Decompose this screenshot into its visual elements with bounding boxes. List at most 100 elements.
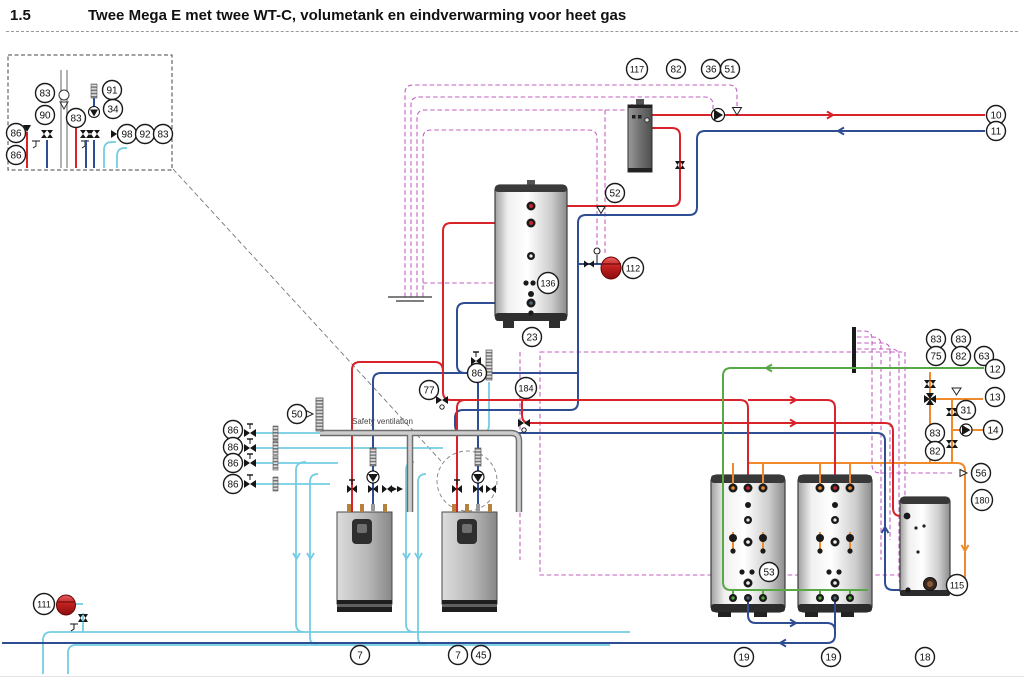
callout-12: 12 [984, 358, 1006, 380]
callout-83: 83 [950, 328, 972, 350]
callout-83: 83 [152, 123, 174, 145]
air-vent [485, 349, 493, 381]
svg-text:50: 50 [291, 409, 303, 420]
callout-82: 82 [924, 440, 946, 462]
callout-51: 51 [719, 58, 741, 80]
expansion-vessel [56, 594, 76, 616]
svg-text:86: 86 [227, 458, 239, 469]
callout-86: 86 [5, 122, 27, 144]
svg-text:82: 82 [955, 351, 967, 362]
callout-31: 31 [955, 399, 977, 421]
callout-86: 86 [466, 362, 488, 384]
inset-detail-box [7, 54, 173, 171]
callout-83: 83 [924, 422, 946, 444]
svg-text:86: 86 [10, 150, 22, 161]
svg-text:86: 86 [471, 368, 483, 379]
svg-text:92: 92 [139, 129, 151, 140]
svg-text:90: 90 [39, 110, 51, 121]
svg-text:86: 86 [227, 425, 239, 436]
callout-83: 83 [65, 107, 87, 129]
svg-text:91: 91 [106, 85, 118, 96]
callout-7: 7 [349, 644, 371, 666]
inset-leader-line [172, 168, 442, 462]
svg-text:7: 7 [455, 650, 461, 661]
svg-text:115: 115 [950, 580, 964, 590]
callout-86: 86 [222, 452, 244, 474]
callout-86: 86 [222, 419, 244, 441]
boiler-2 [441, 504, 498, 612]
svg-text:83: 83 [157, 129, 169, 140]
detail-reference-circle [436, 450, 498, 512]
callout-82: 82 [950, 345, 972, 367]
callout-13: 13 [984, 386, 1006, 408]
svg-text:83: 83 [929, 428, 941, 439]
page-header: 1.5 Twee Mega E met twee WT-C, volumetan… [0, 0, 1024, 34]
wall-module [627, 99, 653, 173]
section-number: 1.5 [10, 7, 31, 24]
svg-text:77: 77 [423, 385, 435, 396]
callout-63: 63 [973, 345, 995, 367]
svg-text:98: 98 [121, 129, 133, 140]
svg-text:86: 86 [10, 128, 22, 139]
svg-text:56: 56 [975, 468, 987, 479]
tank18-inlet-port [903, 512, 911, 520]
title-separator [6, 31, 1018, 32]
svg-text:83: 83 [70, 113, 82, 124]
final-heater-tank [899, 496, 951, 596]
blue-tank-drops [2, 598, 836, 648]
callout-92: 92 [134, 123, 156, 145]
callout-52: 52 [604, 182, 626, 204]
svg-text:83: 83 [930, 334, 942, 345]
callout-82: 82 [665, 58, 687, 80]
callout-75: 75 [925, 345, 947, 367]
terminal-bar [852, 327, 856, 373]
callout-86: 86 [5, 144, 27, 166]
callout-11: 11 [985, 120, 1007, 142]
callout-19: 19 [820, 646, 842, 668]
callout-90: 90 [34, 104, 56, 126]
callout-7: 7 [447, 644, 469, 666]
svg-text:45: 45 [475, 650, 487, 661]
callout-77: 77 [418, 379, 440, 401]
callout-83: 83 [34, 82, 56, 104]
svg-text:86: 86 [227, 479, 239, 490]
svg-text:19: 19 [738, 652, 750, 663]
callout-36: 36 [700, 58, 722, 80]
tap-valves [244, 423, 279, 492]
callout-14: 14 [982, 419, 1004, 441]
valve-icon [731, 107, 743, 116]
svg-text:12: 12 [989, 364, 1001, 375]
svg-text:180: 180 [974, 495, 989, 505]
callout-19: 19 [733, 646, 755, 668]
tank-ports [728, 483, 911, 602]
callout-184: 184 [514, 376, 538, 400]
svg-text:83: 83 [39, 88, 51, 99]
svg-text:184: 184 [518, 383, 533, 393]
svg-text:14: 14 [987, 425, 999, 436]
svg-text:34: 34 [107, 104, 119, 115]
callout-83: 83 [925, 328, 947, 350]
svg-text:86: 86 [227, 442, 239, 453]
flue-terminal [315, 397, 324, 432]
boiler-2-valve-group [452, 447, 496, 493]
green-pipes [722, 363, 984, 377]
callout-117: 117 [625, 57, 649, 81]
callout-45: 45 [470, 644, 492, 666]
svg-text:112: 112 [626, 263, 640, 273]
callout-136: 136 [536, 271, 560, 295]
svg-text:63: 63 [978, 351, 990, 362]
svg-text:13: 13 [989, 392, 1001, 403]
callout-98: 98 [116, 123, 138, 145]
svg-text:18: 18 [919, 652, 931, 663]
callout-50: 50 [286, 403, 308, 425]
safety-ventilation-label: Safety ventilation [352, 417, 413, 426]
svg-text:31: 31 [960, 405, 972, 416]
svg-text:23: 23 [526, 332, 538, 343]
svg-text:52: 52 [609, 188, 621, 199]
green-loop [722, 376, 868, 597]
callout-112: 112 [621, 256, 645, 280]
callout-23: 23 [521, 326, 543, 348]
